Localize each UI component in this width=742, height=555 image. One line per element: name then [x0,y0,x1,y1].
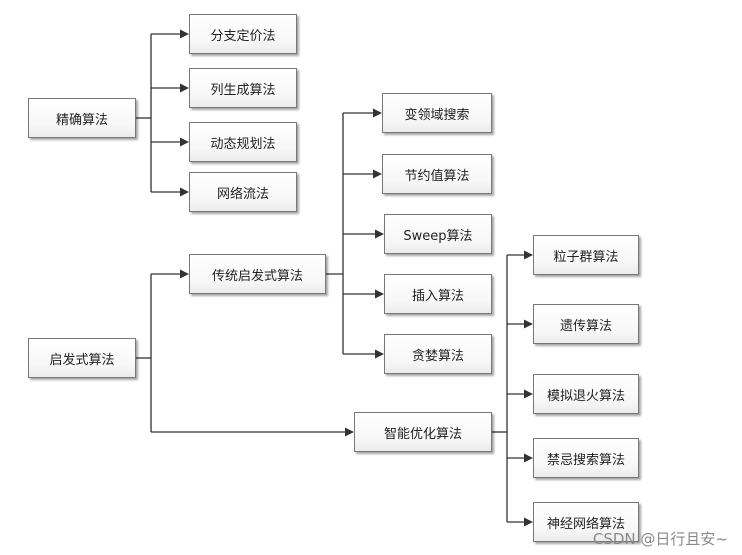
node-genetic-algorithm: 遗传算法 [533,304,639,344]
node-heuristic-algorithms: 启发式算法 [28,338,136,378]
node-network-flow-label: 网络流法 [216,186,269,202]
node-branch-and-price-label: 分支定价法 [210,28,276,44]
node-exact-algorithms: 精确算法 [28,98,136,138]
node-traditional-heuristics-label: 传统启发式算法 [211,268,303,284]
node-intelligent-optimization: 智能优化算法 [354,412,492,452]
node-variable-neighborhood-search: 变领域搜索 [382,93,492,133]
node-insertion-algorithm: 插入算法 [384,274,492,314]
node-pso-label: 粒子群算法 [553,249,619,265]
node-greedy-algorithm: 贪婪算法 [384,334,492,374]
node-savings-label: 节约值算法 [404,168,470,184]
node-savings-algorithm: 节约值算法 [382,154,492,194]
node-vns-label: 变领域搜索 [404,107,470,123]
node-column-generation-label: 列生成算法 [210,82,276,98]
node-sa-label: 模拟退火算法 [546,388,625,404]
node-sweep-label: Sweep算法 [403,228,473,244]
node-ga-label: 遗传算法 [559,318,612,334]
node-tabu-search: 禁忌搜索算法 [533,438,639,478]
node-simulated-annealing: 模拟退火算法 [533,374,639,414]
node-greedy-label: 贪婪算法 [411,348,464,364]
node-particle-swarm: 粒子群算法 [533,235,639,275]
node-column-generation: 列生成算法 [189,68,297,108]
node-tabu-label: 禁忌搜索算法 [546,452,625,468]
node-insertion-label: 插入算法 [411,288,464,304]
node-exact-algorithms-label: 精确算法 [55,112,108,128]
node-network-flow: 网络流法 [189,172,297,212]
node-sweep-algorithm: Sweep算法 [384,214,492,254]
node-heuristic-algorithms-label: 启发式算法 [49,352,115,368]
node-intelligent-optimization-label: 智能优化算法 [383,426,462,442]
node-dynamic-programming-label: 动态规划法 [210,136,276,152]
csdn-watermark: CSDN @日行且安~ [592,530,728,548]
node-traditional-heuristics: 传统启发式算法 [189,254,326,294]
node-dynamic-programming: 动态规划法 [189,122,297,162]
node-branch-and-price: 分支定价法 [189,14,297,54]
